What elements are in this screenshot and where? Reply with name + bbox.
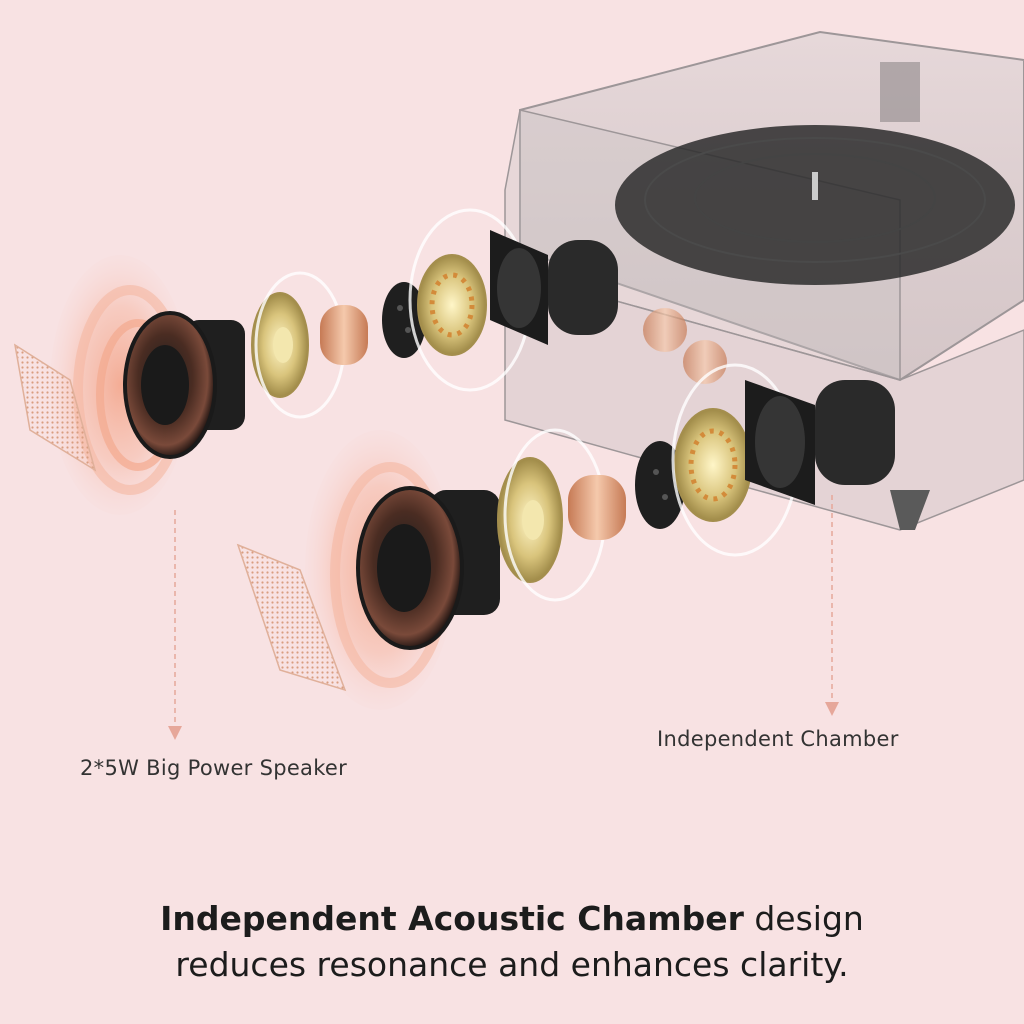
headline-line2: reduces resonance and enhances clarity. [175, 945, 849, 984]
headline-bold: Independent Acoustic Chamber [160, 899, 744, 938]
pointer-arrow-speaker [168, 510, 182, 740]
platter [615, 125, 1015, 285]
chamber-label: Independent Chamber [657, 727, 899, 751]
speaker-label: 2*5W Big Power Speaker [80, 756, 348, 780]
speaker-driver-upper [123, 311, 245, 459]
turntable [504, 30, 1024, 531]
exploded-parts-upper [251, 208, 618, 419]
headline-line1-rest: design [743, 899, 864, 938]
tonearm [880, 62, 920, 122]
speaker-grille-lower [236, 543, 347, 692]
exploded-parts-lower [497, 363, 895, 602]
speaker-grille-upper [13, 343, 97, 472]
headline: Independent Acoustic Chamber design redu… [0, 896, 1024, 988]
pointer-arrow-chamber [825, 495, 839, 716]
speaker-driver-lower [356, 486, 500, 650]
